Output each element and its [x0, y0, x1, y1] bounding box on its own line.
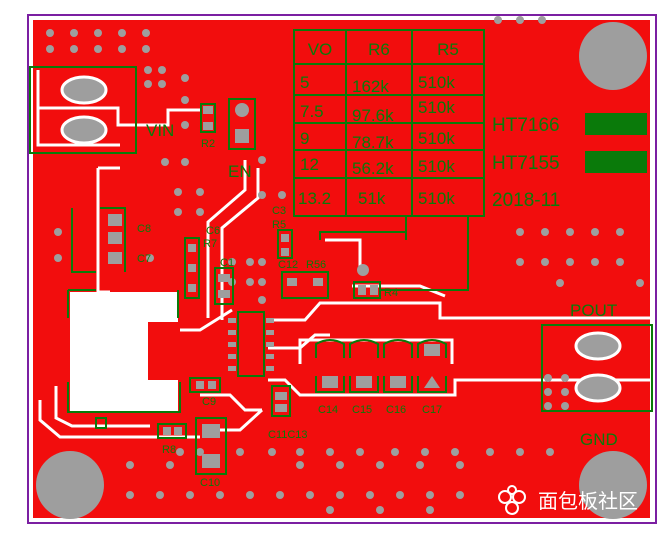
c8-c7-footprints	[71, 207, 126, 273]
designator-c10: C10	[200, 477, 220, 489]
table-header-vo: VO	[308, 40, 333, 59]
mounting-hole-bottom-right	[579, 451, 647, 519]
table-cell-r6-3: 56.2k	[352, 159, 394, 178]
watermark-logo-icon	[498, 485, 526, 515]
table-header-r5: R5	[437, 40, 459, 59]
designator-r7: R7	[203, 238, 217, 250]
table-cell-r6-1: 97.6k	[352, 106, 394, 125]
designator-r5: R5	[272, 219, 286, 231]
en-pad-square	[235, 129, 249, 143]
mounting-hole-top-right	[579, 22, 647, 90]
table-cell-r5-0: 510k	[418, 73, 455, 92]
designator-r2: R2	[201, 138, 215, 150]
table-cell-r6-4: 51k	[358, 189, 386, 208]
table-cell-r5-4: 510k	[418, 189, 455, 208]
resistor-value-table	[293, 29, 485, 291]
mounting-holes	[36, 22, 647, 519]
designator-c14: C14	[318, 404, 338, 416]
pout-label: POUT	[570, 301, 617, 320]
r2-footprint	[200, 103, 216, 133]
board-outline	[27, 14, 657, 524]
designator-c8: C8	[137, 223, 151, 235]
table-cell-vo-3: 12	[300, 155, 319, 174]
chip-label-ht7166: HT7166	[492, 115, 560, 136]
designator-c11c13: C11C13	[268, 429, 308, 441]
pout-pad	[574, 331, 622, 361]
table-cell-r5-3: 510k	[418, 157, 455, 176]
table-header-r6: R6	[368, 40, 390, 59]
designator-c1: C1	[220, 257, 234, 269]
table-cell-vo-2: 9	[300, 129, 309, 148]
pout-connector-outline	[541, 324, 653, 412]
designator-c3: C3	[272, 205, 286, 217]
mounting-hole-bottom-left	[36, 451, 104, 519]
vin-pad-1	[60, 75, 108, 105]
designator-r4: R4	[384, 287, 398, 299]
designator-r8: R8	[162, 444, 176, 456]
vin-pad-2	[60, 115, 108, 145]
vin-connector-outline	[29, 66, 137, 154]
inductor-outline	[67, 289, 181, 429]
table-text: VO R6 R5 5 162k 510k 7.5 97.6k 510k 9 78…	[298, 40, 459, 208]
ht7166-marker	[585, 113, 647, 135]
via-field	[46, 16, 644, 514]
designator-c16: C16	[386, 404, 406, 416]
designator-c15: C15	[352, 404, 372, 416]
trace-clearances	[36, 70, 650, 439]
designator-c17: C17	[422, 404, 442, 416]
en-label: EN	[228, 162, 252, 181]
table-cell-vo-0: 5	[300, 73, 309, 92]
table-cell-r6-0: 162k	[352, 77, 389, 96]
table-cell-vo-4: 13.2	[298, 189, 331, 208]
en-pad-round	[235, 103, 249, 117]
gnd-label: GND	[580, 430, 618, 449]
pout-gnd-connector	[541, 324, 653, 412]
designators: R2 C8 C7 R7 C6 C1 C3 R5 C12 R56 R4 C9 R8…	[137, 138, 442, 489]
table-cell-r5-1: 510k	[418, 98, 455, 117]
designator-c6: C6	[206, 225, 220, 237]
ic-footprint	[228, 311, 274, 377]
table-cell-r5-2: 510k	[418, 129, 455, 148]
vin-connector	[29, 66, 137, 154]
chip-label-ht7155: HT7155	[492, 153, 560, 174]
designator-c12: C12	[278, 259, 298, 271]
output-capacitors	[315, 339, 447, 393]
watermark: 面包板社区	[498, 485, 638, 515]
small-passives	[157, 229, 381, 475]
designator-c9: C9	[202, 396, 216, 408]
gnd-pad	[574, 373, 622, 403]
en-header	[228, 98, 256, 150]
table-cell-r6-2: 78.7k	[352, 133, 394, 152]
date-code: 2018-11	[492, 190, 560, 211]
table-cell-vo-1: 7.5	[300, 102, 324, 121]
watermark-text: 面包板社区	[538, 489, 638, 513]
vin-label: VIN	[146, 121, 174, 140]
designator-r56: R56	[306, 259, 326, 271]
designator-c7: C7	[137, 253, 151, 265]
ht7155-marker	[585, 151, 647, 173]
inductor-clearance	[70, 292, 178, 412]
